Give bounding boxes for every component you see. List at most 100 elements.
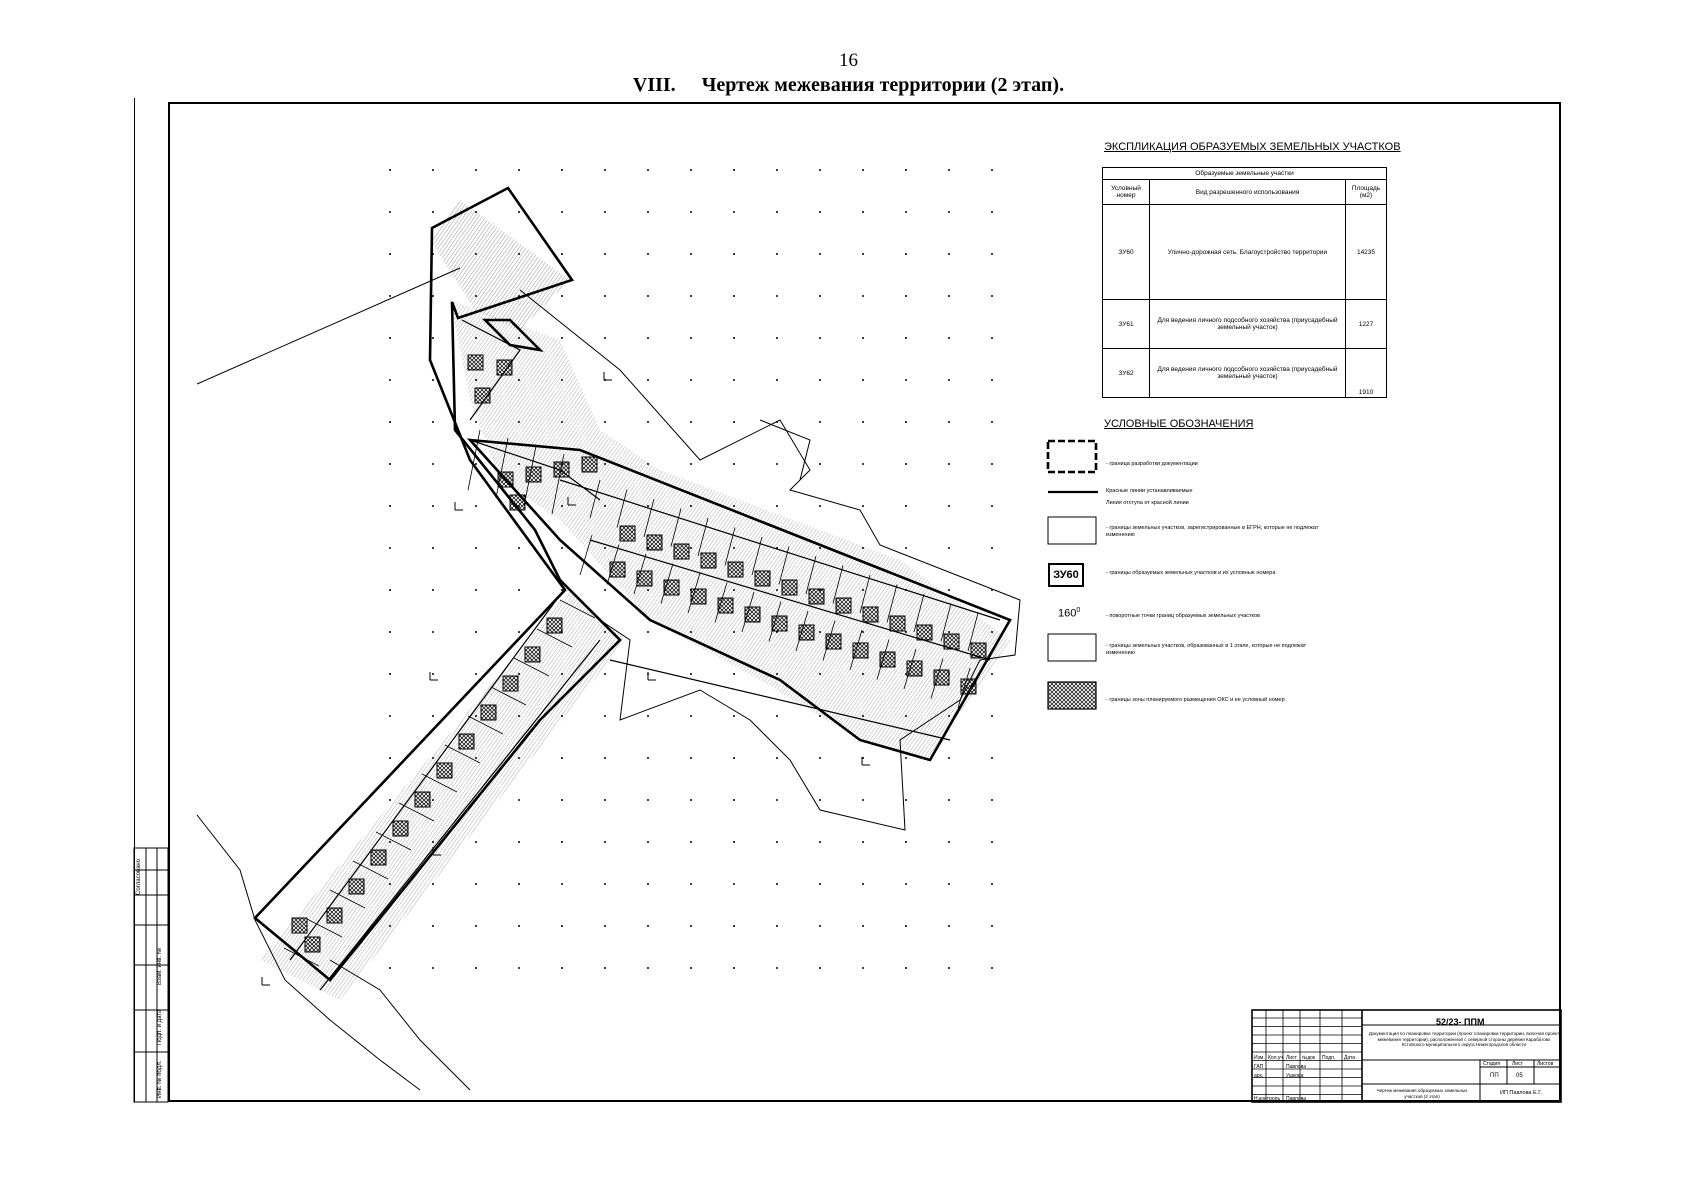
grid-dot [905, 883, 907, 885]
grid-dot [432, 295, 434, 297]
side-stamp-inv-original: Инв. № подл. [157, 1060, 163, 1098]
grid-dot [862, 337, 864, 339]
grid-dot [647, 379, 649, 381]
oks-zone-marker [798, 624, 815, 641]
grid-dot [389, 463, 391, 465]
grid-dot [647, 337, 649, 339]
grid-dot [733, 841, 735, 843]
tb-name-gap: Павлова [1286, 1064, 1307, 1070]
grid-dot [733, 925, 735, 927]
grid-dot [733, 799, 735, 801]
grid-dot [819, 295, 821, 297]
grid-dot [690, 211, 692, 213]
parcel-divider [778, 546, 790, 585]
point-number: 160 [1058, 607, 1077, 620]
grid-dot [862, 211, 864, 213]
grid-dot [561, 211, 563, 213]
grid-dot [819, 421, 821, 423]
grid-dot [389, 169, 391, 171]
grid-dot [991, 841, 993, 843]
grid-dot [389, 757, 391, 759]
grid-dot [604, 925, 606, 927]
grid-dot [561, 295, 563, 297]
grid-dot [475, 967, 477, 969]
grid-dot [733, 337, 735, 339]
grid-dot [690, 967, 692, 969]
grid-dot [776, 211, 778, 213]
grid-dot [518, 883, 520, 885]
grid-dot [647, 967, 649, 969]
oks-zone-marker [619, 525, 636, 542]
grid-dot [776, 295, 778, 297]
grid-dot [604, 295, 606, 297]
oks-zone-marker [727, 561, 744, 578]
grid-dot [475, 169, 477, 171]
parcel-divider [398, 802, 435, 822]
oks-zone-marker [467, 354, 484, 371]
legend-item-stage1-parcels: - границы земельных участков, образованн… [1106, 643, 1307, 656]
grid-dot [389, 253, 391, 255]
table-cell-area: 1910 [1345, 348, 1387, 398]
grid-dot [561, 169, 563, 171]
grid-dot [432, 925, 434, 927]
oks-zone-marker [370, 849, 387, 866]
grid-dot [862, 463, 864, 465]
grid-dot [690, 169, 692, 171]
grid-dot [991, 421, 993, 423]
grid-dot [432, 421, 434, 423]
grid-dot [647, 715, 649, 717]
grid-dot [432, 379, 434, 381]
tb-name-arch: Ушкова [1286, 1073, 1304, 1079]
grid-dot [432, 169, 434, 171]
oks-zone-marker [546, 617, 563, 634]
grid-dot [776, 757, 778, 759]
oks-zone-marker [960, 678, 977, 695]
grid-dot [948, 505, 950, 507]
parcel-divider [670, 508, 682, 547]
oks-zone-marker [889, 615, 906, 632]
grid-dot [647, 253, 649, 255]
col-header-id: Условный номер [1102, 179, 1150, 205]
grid-dot [690, 463, 692, 465]
oks-zone-marker [906, 660, 923, 677]
grid-dot [991, 253, 993, 255]
tb-name-ncontrol: Павлова [1286, 1096, 1307, 1102]
grid-dot [389, 631, 391, 633]
grid-dot [733, 883, 735, 885]
grid-dot [475, 463, 477, 465]
grid-dot [819, 169, 821, 171]
oks-zone-marker [436, 762, 453, 779]
grid-dot [432, 631, 434, 633]
legend-symbols [1046, 439, 1098, 710]
grid-dot [389, 505, 391, 507]
heading-text: Чертеж межевания территории (2 этап). [701, 74, 1065, 96]
grid-dot [733, 673, 735, 675]
grid-dot [776, 967, 778, 969]
parcel-divider [536, 628, 573, 648]
side-stamp-replaced-inv: Взам. инв. № [157, 947, 163, 985]
title-block-sheet-title: Чертеж межевания образуемых земельных уч… [1376, 1088, 1468, 1099]
grid-dot [604, 337, 606, 339]
grid-dot [475, 589, 477, 591]
grid-dot [862, 169, 864, 171]
grid-dot [905, 967, 907, 969]
tb-role-gap: ГАП [1254, 1064, 1264, 1070]
parcel-divider [490, 686, 527, 706]
grid-dot [991, 883, 993, 885]
drawing-sheet-frame [168, 102, 1561, 1102]
tb-role-arch: арх. [1254, 1073, 1264, 1079]
grid-dot [948, 925, 950, 927]
grid-dot [776, 505, 778, 507]
legend-zu-sample: ЗУ60 [1048, 563, 1084, 587]
grid-dot [389, 211, 391, 213]
grid-dot [690, 421, 692, 423]
grid-dot [647, 925, 649, 927]
parcel-divider [444, 744, 481, 764]
explication-title: ЭКСПЛИКАЦИЯ ОБРАЗУЕМЫХ ЗЕМЕЛЬНЫХ УЧАСТКО… [1104, 141, 1401, 153]
grid-dot [389, 547, 391, 549]
table-cell-id: ЗУ60 [1102, 204, 1150, 300]
title-block-description: Документация по планировке территории (п… [1368, 1031, 1560, 1047]
title-block-organization: ИП Павлова Е.Г. [1500, 1090, 1543, 1096]
grid-dot [733, 967, 735, 969]
